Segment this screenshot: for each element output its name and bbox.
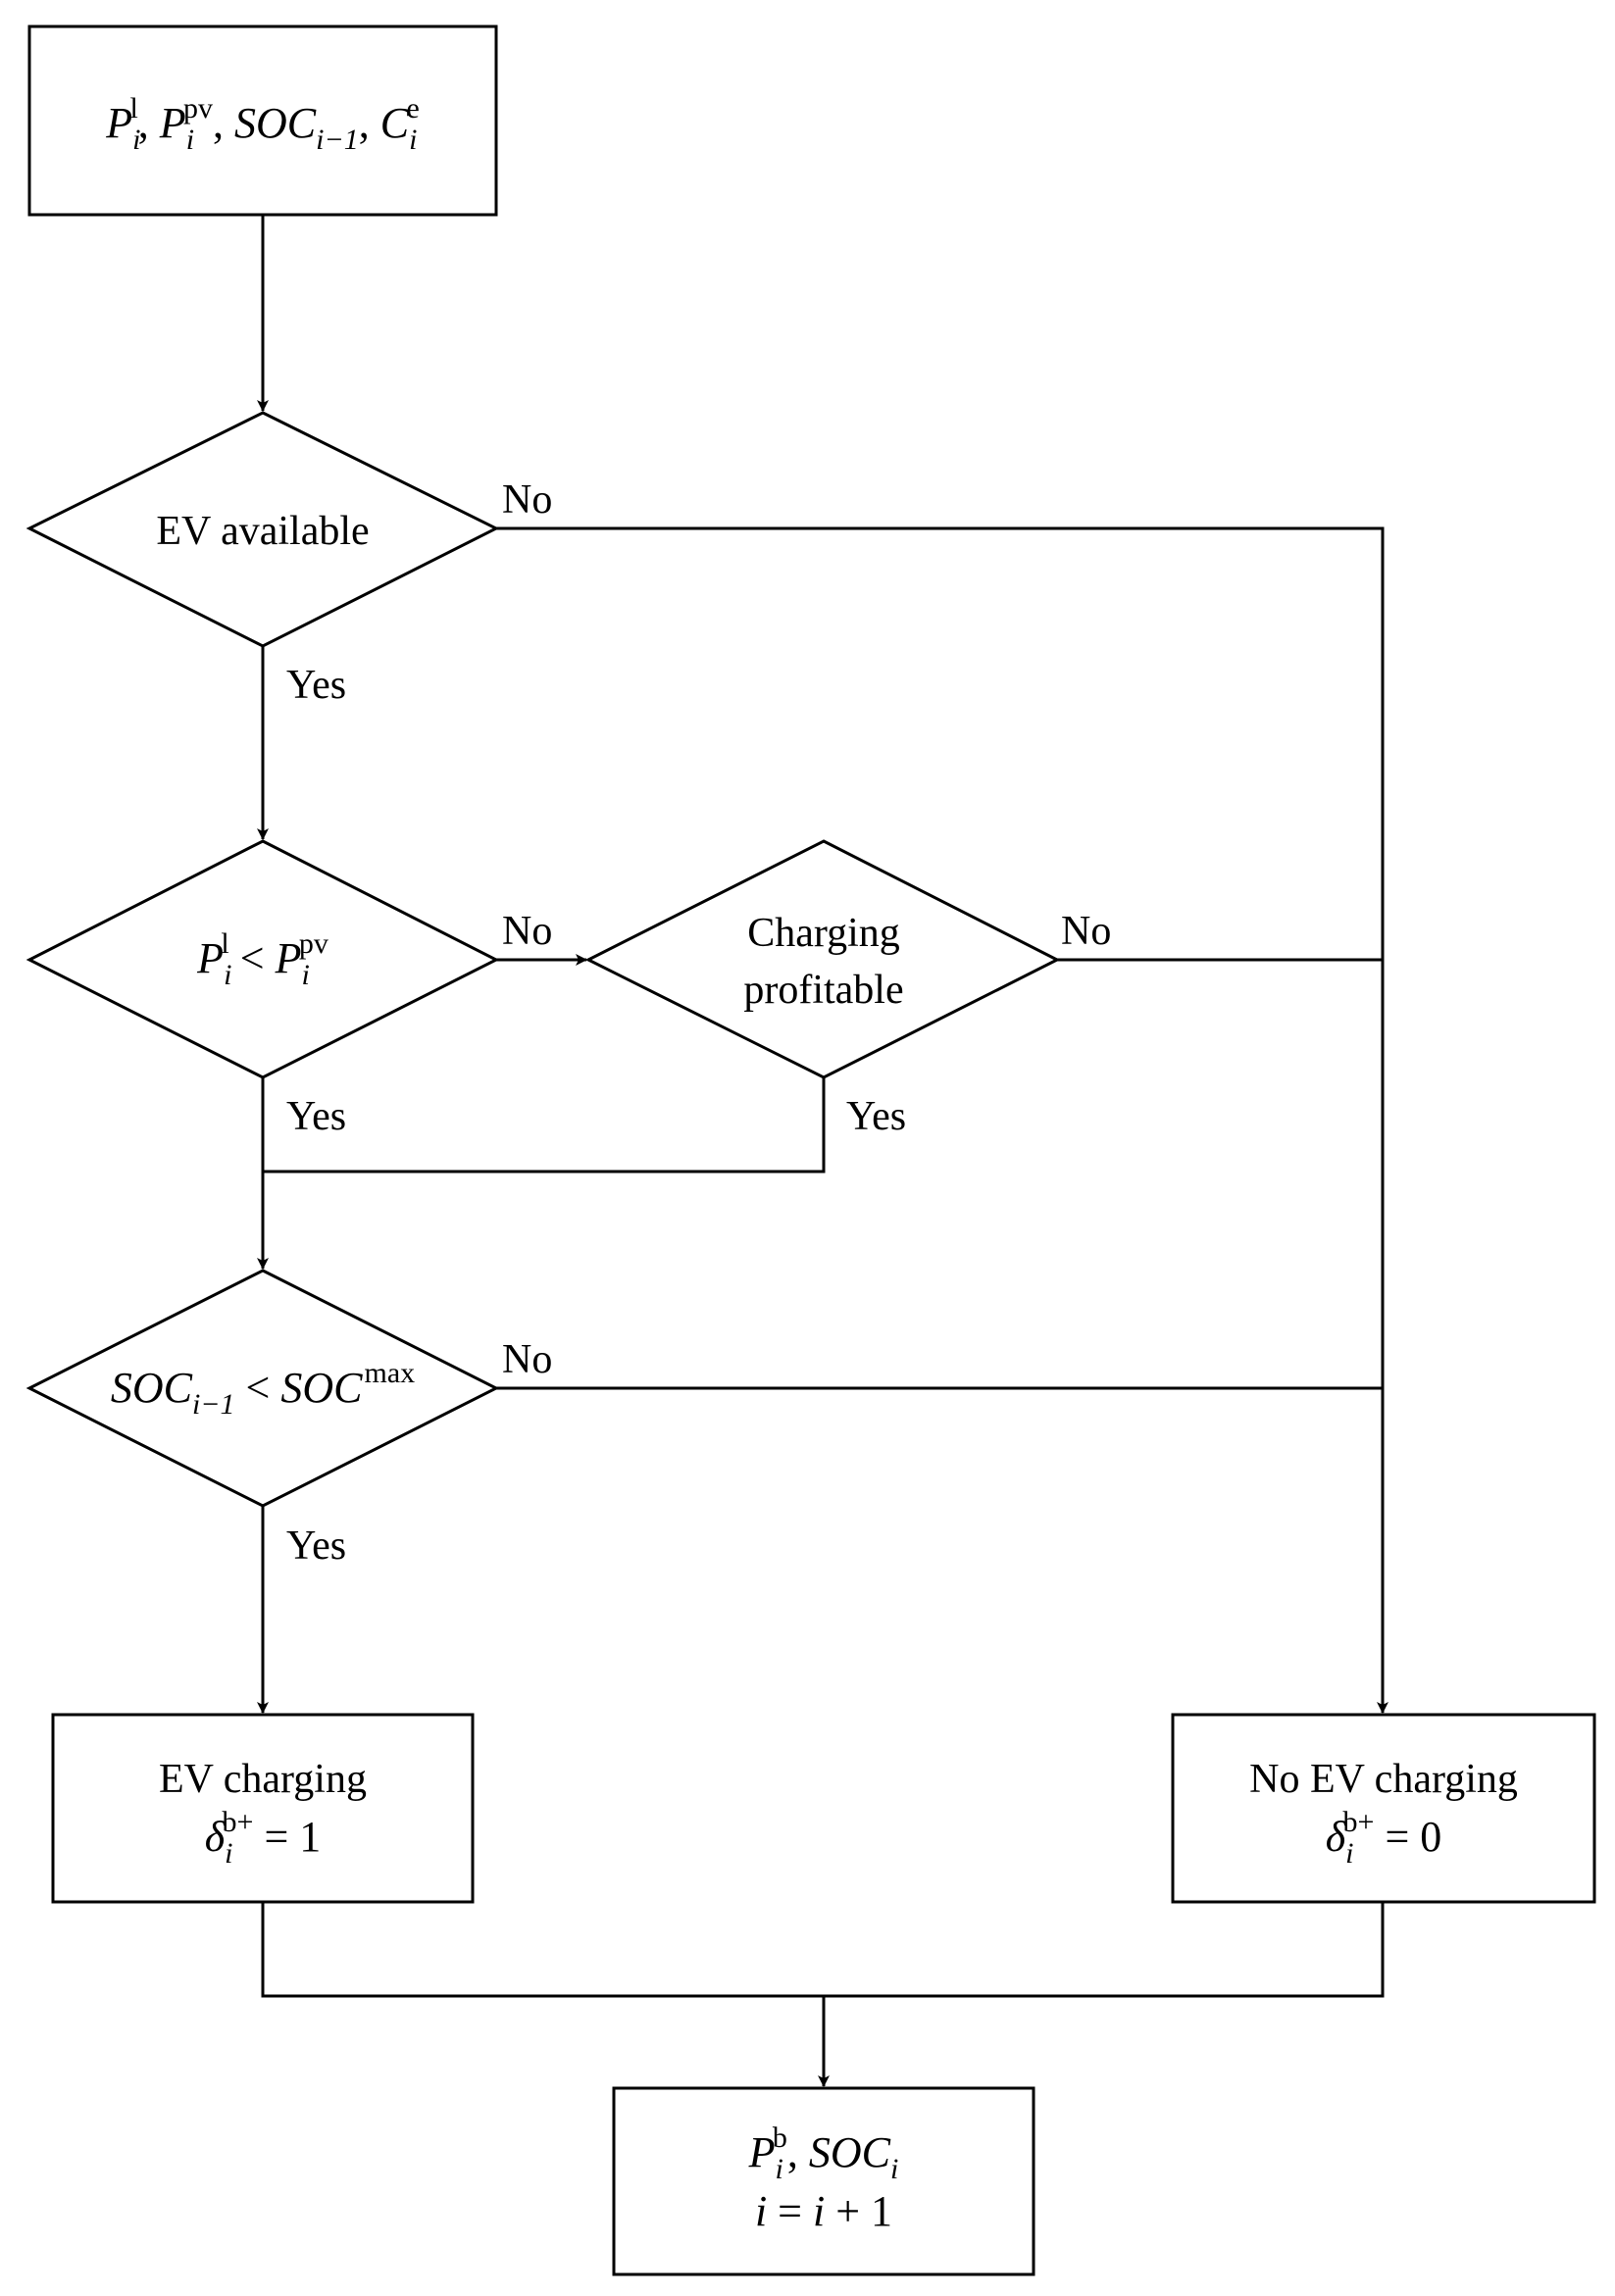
math-superscript: pv <box>299 927 328 960</box>
math-subscript: i <box>186 124 194 156</box>
math-operator: , <box>138 99 160 147</box>
math-symbol: SOC <box>234 99 317 147</box>
math-operator: = <box>767 2187 813 2235</box>
math-operator: + 1 <box>825 2187 892 2235</box>
ev-charging-math: δib+​ = 1 <box>205 1806 322 1870</box>
math-line: Pil​ < Pipv​ <box>196 927 328 991</box>
math-operator: , <box>213 99 234 147</box>
math-operator: , <box>787 2128 809 2176</box>
math-subscript: i <box>224 959 231 991</box>
math-line: δib+​ = 0 <box>1326 1806 1442 1870</box>
edge-profitable-yes <box>263 1077 826 1173</box>
math-symbol: P <box>196 934 224 982</box>
edge-ev-available-no <box>496 526 1388 1714</box>
math-operator: = 1 <box>253 1813 321 1861</box>
math-subscript: i <box>1345 1837 1353 1870</box>
no-ev-charging-math: δib+​ = 0 <box>1326 1806 1442 1870</box>
math-subscript: i−1 <box>316 124 359 156</box>
math-symbol: P <box>748 2128 776 2176</box>
math-symbol: SOC <box>809 2128 891 2176</box>
math-superscript: b+ <box>223 1806 254 1838</box>
edge-label-no: No <box>502 1337 552 1382</box>
math-operator: < <box>235 1364 281 1412</box>
edge-merge <box>261 1902 1385 1998</box>
math-subscript: i <box>776 2153 783 2185</box>
ev-available-decision <box>25 411 500 648</box>
no-ev-charging-box <box>1171 1713 1596 1904</box>
math-symbol: P <box>275 934 302 982</box>
math-symbol: P <box>159 99 186 147</box>
math-subscript: i <box>890 2153 898 2185</box>
charging-profitable-label-2: profitable <box>743 968 903 1013</box>
math-symbol: C <box>380 99 410 147</box>
charging-profitable-label-1: Charging <box>747 911 900 956</box>
math-symbol: P <box>105 99 132 147</box>
math-symbol: i <box>755 2187 767 2235</box>
math-superscript: b <box>773 2121 787 2154</box>
math-symbol: SOC <box>280 1364 363 1412</box>
load-vs-pv-math: Pil​ < Pipv​ <box>196 927 328 991</box>
math-symbol: δ <box>205 1813 227 1861</box>
math-subscript: i <box>301 959 309 991</box>
edge-label-yes: Yes <box>846 1094 906 1139</box>
math-subscript: i <box>225 1837 232 1870</box>
inputs-math: Pil​, Pipv​, SOCi−1​, Cie​ <box>105 92 420 156</box>
math-operator: = 0 <box>1374 1813 1441 1861</box>
math-subscript: i <box>132 124 140 156</box>
load-vs-pv-decision <box>25 839 500 1079</box>
math-line: SOCi−1​ < SOCmax​ <box>111 1357 415 1421</box>
edge-label-no: No <box>1061 909 1111 954</box>
math-superscript: l <box>129 92 137 125</box>
soc-check-decision <box>25 1269 500 1508</box>
outputs-math: Pib​, SOCi​i = i + 1 <box>748 2121 899 2235</box>
math-line: δib+​ = 1 <box>205 1806 322 1870</box>
edge-label-yes: Yes <box>286 1523 346 1569</box>
outputs-box <box>612 2086 1035 2276</box>
edge-label-no: No <box>502 477 552 523</box>
math-superscript: pv <box>183 92 213 125</box>
math-symbol: i <box>813 2187 825 2235</box>
inputs-box <box>27 25 498 217</box>
ev-charging-label: EV charging <box>159 1757 367 1802</box>
ev-charging-box <box>51 1713 475 1904</box>
edge-label-no: No <box>502 909 552 954</box>
math-operator: , <box>359 99 380 147</box>
math-superscript: b+ <box>1343 1806 1375 1838</box>
math-operator: < <box>229 934 276 982</box>
math-subscript: i−1 <box>192 1388 235 1421</box>
soc-check-math: SOCi−1​ < SOCmax​ <box>111 1357 415 1421</box>
edge-label-yes: Yes <box>286 663 346 708</box>
math-line: i = i + 1 <box>755 2187 892 2235</box>
edge-label-yes: Yes <box>286 1094 346 1139</box>
no-ev-charging-label: No EV charging <box>1249 1757 1518 1802</box>
math-superscript: l <box>221 927 228 960</box>
charging-profitable-decision <box>584 839 1061 1079</box>
math-line: Pil​, Pipv​, SOCi−1​, Cie​ <box>105 92 420 156</box>
math-subscript: i <box>409 124 417 156</box>
math-symbol: SOC <box>111 1364 193 1412</box>
math-superscript: e <box>406 92 419 125</box>
ev-available-label: EV available <box>156 509 369 554</box>
math-superscript: max <box>365 1357 416 1389</box>
edges <box>257 215 1388 2087</box>
math-line: Pib​, SOCi​ <box>748 2121 899 2185</box>
math-symbol: δ <box>1326 1813 1347 1861</box>
